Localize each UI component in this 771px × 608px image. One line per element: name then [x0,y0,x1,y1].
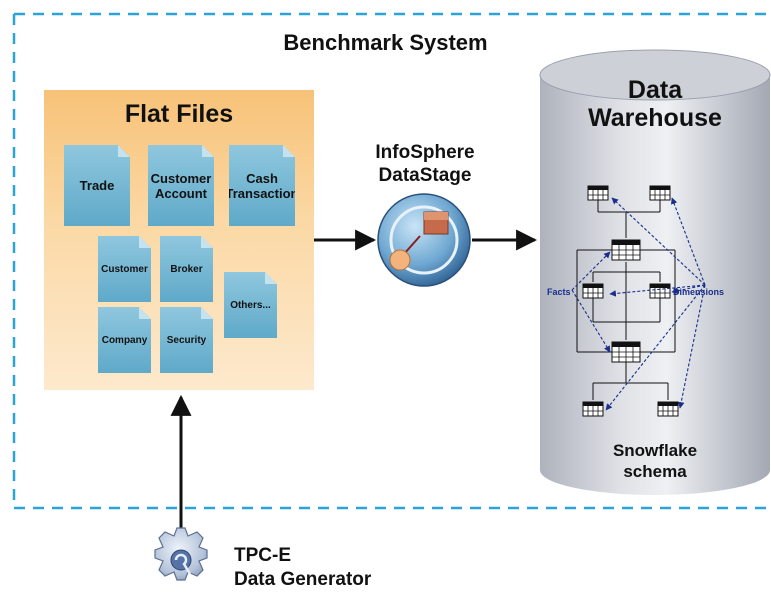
file-doc-cash-transaction: Cash Transaction [229,145,295,226]
gear-icon [154,527,208,581]
datastage-label-line1: InfoSphere [375,142,475,163]
file-doc-security: Security [160,307,213,373]
snowflake-schema-line1: Snowflake [612,441,698,460]
annotation-arrows [571,197,706,411]
dimension-table-icon [649,185,671,201]
snowflake-schema-line2: schema [623,462,687,481]
benchmark-system-border [12,12,771,510]
file-doc-company: Company [98,307,151,373]
file-doc-customer-account: Customer Account [148,145,214,226]
dimension-table-icon [582,401,604,417]
data-generator-line1: TPC-E [234,545,291,566]
dimension-table-icon [649,283,671,299]
file-doc-broker: Broker [160,236,213,302]
dimensions-label: Dimensions [673,287,725,297]
fact-table-icon [611,239,641,261]
file-doc-others: Others... [224,272,277,338]
file-doc-customer: Customer [98,236,151,302]
data-warehouse-title-line1: Data [627,76,683,104]
fact-table-icon [611,341,641,363]
data-warehouse-title-line2: Warehouse [588,104,722,132]
datastage-label: InfoSphere DataStage [355,141,495,187]
datastage-icon [377,193,471,287]
datastage-label-line2: DataStage [378,165,472,186]
dimension-table-icon [657,401,679,417]
dimension-table-icon [587,185,609,201]
schema-connectors [576,200,676,400]
benchmark-system-title: Benchmark System [283,30,488,55]
dimension-table-icon [582,283,604,299]
flat-files-title: Flat Files [124,100,234,128]
facts-label: Facts [547,287,571,297]
file-doc-trade: Trade [64,145,130,226]
snowflake-schema-label: Snowflake schema [540,440,770,482]
data-warehouse-title: Data Warehouse [540,76,770,132]
data-generator-label: TPC-E Data Generator [234,544,371,592]
data-generator-line2: Data Generator [234,569,372,590]
